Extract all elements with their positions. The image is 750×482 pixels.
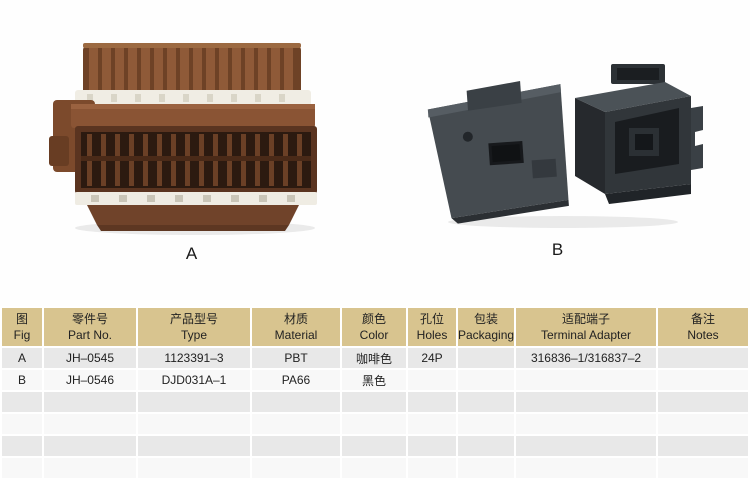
table-cell bbox=[658, 348, 748, 368]
table-cell bbox=[2, 392, 42, 412]
table-cell bbox=[252, 414, 340, 434]
table-cell bbox=[516, 370, 656, 390]
table-cell bbox=[342, 414, 406, 434]
table-cell bbox=[658, 458, 748, 478]
column-header-en: Fig bbox=[13, 328, 31, 342]
table-cell bbox=[658, 436, 748, 456]
table-cell bbox=[2, 458, 42, 478]
table-cell: JH–0545 bbox=[44, 348, 136, 368]
table-cell: 316836–1/316837–2 bbox=[516, 348, 656, 368]
table-cell bbox=[458, 436, 514, 456]
table-cell bbox=[2, 436, 42, 456]
table-cell bbox=[658, 370, 748, 390]
table-cell bbox=[658, 414, 748, 434]
column-header-zh: 备注 bbox=[690, 311, 715, 326]
table-cell bbox=[342, 392, 406, 412]
figure-a-label: A bbox=[185, 244, 199, 263]
table-cell bbox=[408, 436, 456, 456]
column-header-zh: 材质 bbox=[283, 311, 308, 326]
column-header-zh: 零件号 bbox=[71, 311, 108, 326]
column-header-en: Part No. bbox=[67, 328, 112, 342]
figure-b-label: B bbox=[551, 240, 565, 259]
column-header-en: Packaging bbox=[458, 328, 515, 342]
table-cell: PA66 bbox=[252, 370, 340, 390]
table-row bbox=[2, 458, 748, 478]
table-cell: 黑色 bbox=[342, 370, 406, 390]
column-header-zh: 孔位 bbox=[419, 311, 444, 326]
table-cell bbox=[516, 436, 656, 456]
table-cell bbox=[252, 458, 340, 478]
table-cell bbox=[458, 414, 514, 434]
table-row bbox=[2, 392, 748, 412]
table-cell bbox=[138, 392, 250, 412]
column-header-zh: 颜色 bbox=[361, 311, 386, 326]
figure-b: B bbox=[408, 42, 708, 260]
table-row bbox=[2, 414, 748, 434]
spec-table-head: 图 Fig 零件号 Part No. 产品型号 Type 材质 Material 颜色 Color… bbox=[2, 308, 748, 346]
table-cell: 咖啡色 bbox=[342, 348, 406, 368]
column-header-zh: 适配端子 bbox=[561, 311, 610, 326]
table-cell: 1123391–3 bbox=[138, 348, 250, 368]
table-cell bbox=[342, 458, 406, 478]
table-cell bbox=[138, 436, 250, 456]
table-cell bbox=[44, 458, 136, 478]
table-cell bbox=[2, 414, 42, 434]
table-cell bbox=[516, 414, 656, 434]
column-header-en: Terminal Adapter bbox=[540, 328, 632, 342]
column-header: 图 Fig bbox=[2, 308, 42, 346]
column-header: 适配端子 Terminal Adapter bbox=[516, 308, 656, 346]
table-cell: JH–0546 bbox=[44, 370, 136, 390]
table-cell: A bbox=[2, 348, 42, 368]
column-header-en: Material bbox=[274, 328, 318, 342]
column-header-en: Notes bbox=[687, 328, 719, 342]
spec-table: 图 Fig 零件号 Part No. 产品型号 Type 材质 Material 颜色 Color… bbox=[0, 306, 750, 480]
column-header: 材质 Material bbox=[252, 308, 340, 346]
table-cell bbox=[252, 392, 340, 412]
column-header: 备注 Notes bbox=[658, 308, 748, 346]
table-cell bbox=[458, 348, 514, 368]
table-cell bbox=[138, 414, 250, 434]
column-header: 颜色 Color bbox=[342, 308, 406, 346]
table-cell: B bbox=[2, 370, 42, 390]
table-cell bbox=[658, 392, 748, 412]
table-cell: DJD031A–1 bbox=[138, 370, 250, 390]
column-header-zh: 产品型号 bbox=[169, 311, 218, 326]
table-cell bbox=[408, 414, 456, 434]
table-cell: 24P bbox=[408, 348, 456, 368]
connector-b-photo bbox=[427, 64, 703, 228]
table-cell bbox=[458, 370, 514, 390]
table-cell bbox=[458, 458, 514, 478]
table-cell bbox=[408, 458, 456, 478]
table-cell bbox=[252, 436, 340, 456]
table-cell bbox=[44, 414, 136, 434]
column-header: 包装 Packaging bbox=[458, 308, 514, 346]
table-cell bbox=[408, 370, 456, 390]
column-header: 产品型号 Type bbox=[138, 308, 250, 346]
table-cell bbox=[138, 458, 250, 478]
table-row bbox=[2, 436, 748, 456]
table-cell bbox=[44, 436, 136, 456]
table-cell: PBT bbox=[252, 348, 340, 368]
table-header-row: 图 Fig 零件号 Part No. 产品型号 Type 材质 Material 颜色 Color… bbox=[2, 308, 748, 346]
column-header-zh: 包装 bbox=[473, 311, 498, 326]
column-header-en: Color bbox=[359, 328, 389, 342]
table-cell bbox=[342, 436, 406, 456]
table-cell bbox=[516, 392, 656, 412]
table-cell bbox=[458, 392, 514, 412]
column-header-en: Type bbox=[180, 328, 207, 342]
column-header-zh: 图 bbox=[15, 311, 28, 326]
connector-a-photo bbox=[49, 43, 317, 235]
figure-a: A bbox=[42, 38, 342, 264]
table-cell bbox=[408, 392, 456, 412]
product-photo-area: A bbox=[42, 38, 708, 264]
column-header: 孔位 Holes bbox=[408, 308, 456, 346]
column-header: 零件号 Part No. bbox=[44, 308, 136, 346]
table-cell bbox=[44, 392, 136, 412]
column-header-en: Holes bbox=[416, 328, 448, 342]
table-cell bbox=[516, 458, 656, 478]
